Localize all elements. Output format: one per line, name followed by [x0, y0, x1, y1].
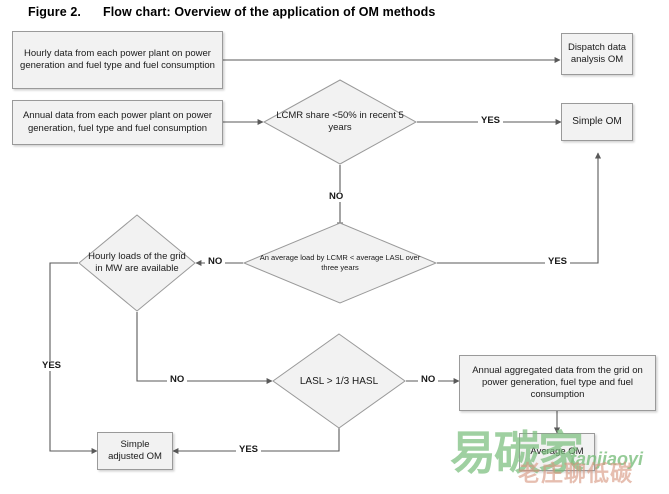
edge-label-lcmr-no: NO	[326, 192, 347, 202]
node-dispatch-data-om[interactable]: Dispatch data analysis OM	[561, 33, 633, 75]
node-hourly-plant-data-label: Hourly data from each power plant on pow…	[20, 47, 215, 71]
edge-label-avgload-yes: YES	[545, 257, 571, 267]
figure-number: Figure 2.	[28, 5, 81, 19]
node-simple-om[interactable]: Simple OM	[561, 103, 633, 141]
node-lasl-hasl-decision[interactable]: LASL > 1/3 HASL	[272, 333, 406, 429]
node-dispatch-data-om-label: Dispatch data analysis OM	[567, 41, 627, 65]
node-avg-load-lcmr-decision[interactable]: An average load by LCMR < average LASL o…	[242, 222, 438, 304]
edge-hourly-no-to-lasl	[136, 312, 273, 385]
node-simple-adjusted-om[interactable]: Simple adjusted OM	[97, 432, 173, 470]
node-simple-adjusted-om-label: Simple adjusted OM	[108, 438, 162, 462]
node-annual-plant-data-label: Annual data from each power plant on pow…	[22, 110, 213, 134]
node-hourly-grid-loads-decision[interactable]: Hourly loads of the grid in MW are avail…	[78, 214, 196, 312]
edge-avgload-yes-to-simple	[437, 152, 602, 264]
node-annual-grid-data-label: Annual aggregated data from the grid on …	[472, 364, 643, 401]
edge-hourly-yes-to-adjusted	[49, 262, 98, 455]
figure-title: Flow chart: Overview of the application …	[103, 5, 436, 19]
edge-label-hourly-yes: YES	[39, 361, 65, 371]
node-average-om-label: Average OM	[530, 445, 584, 457]
edge-label-lasl-no-right: NO	[418, 375, 439, 385]
edge-label-lcmr-yes: YES	[478, 116, 504, 126]
node-hourly-plant-data[interactable]: Hourly data from each power plant on pow…	[12, 31, 223, 89]
edge-lasl-yes-to-adjusted	[172, 423, 340, 455]
node-average-om[interactable]: Average OM	[519, 433, 595, 471]
figure-caption: Figure 2. Flow chart: Overview of the app…	[28, 5, 435, 19]
edge-label-lasl-yes: YES	[236, 445, 262, 455]
node-annual-grid-data[interactable]: Annual aggregated data from the grid on …	[459, 355, 656, 411]
edge-label-avgload-no: NO	[205, 257, 226, 267]
node-lcmr-share-decision[interactable]: LCMR share <50% in recent 5 years	[262, 79, 418, 165]
edge-label-lasl-no-left: NO	[167, 375, 188, 385]
node-simple-om-label: Simple OM	[572, 115, 622, 127]
node-annual-plant-data[interactable]: Annual data from each power plant on pow…	[12, 100, 223, 145]
